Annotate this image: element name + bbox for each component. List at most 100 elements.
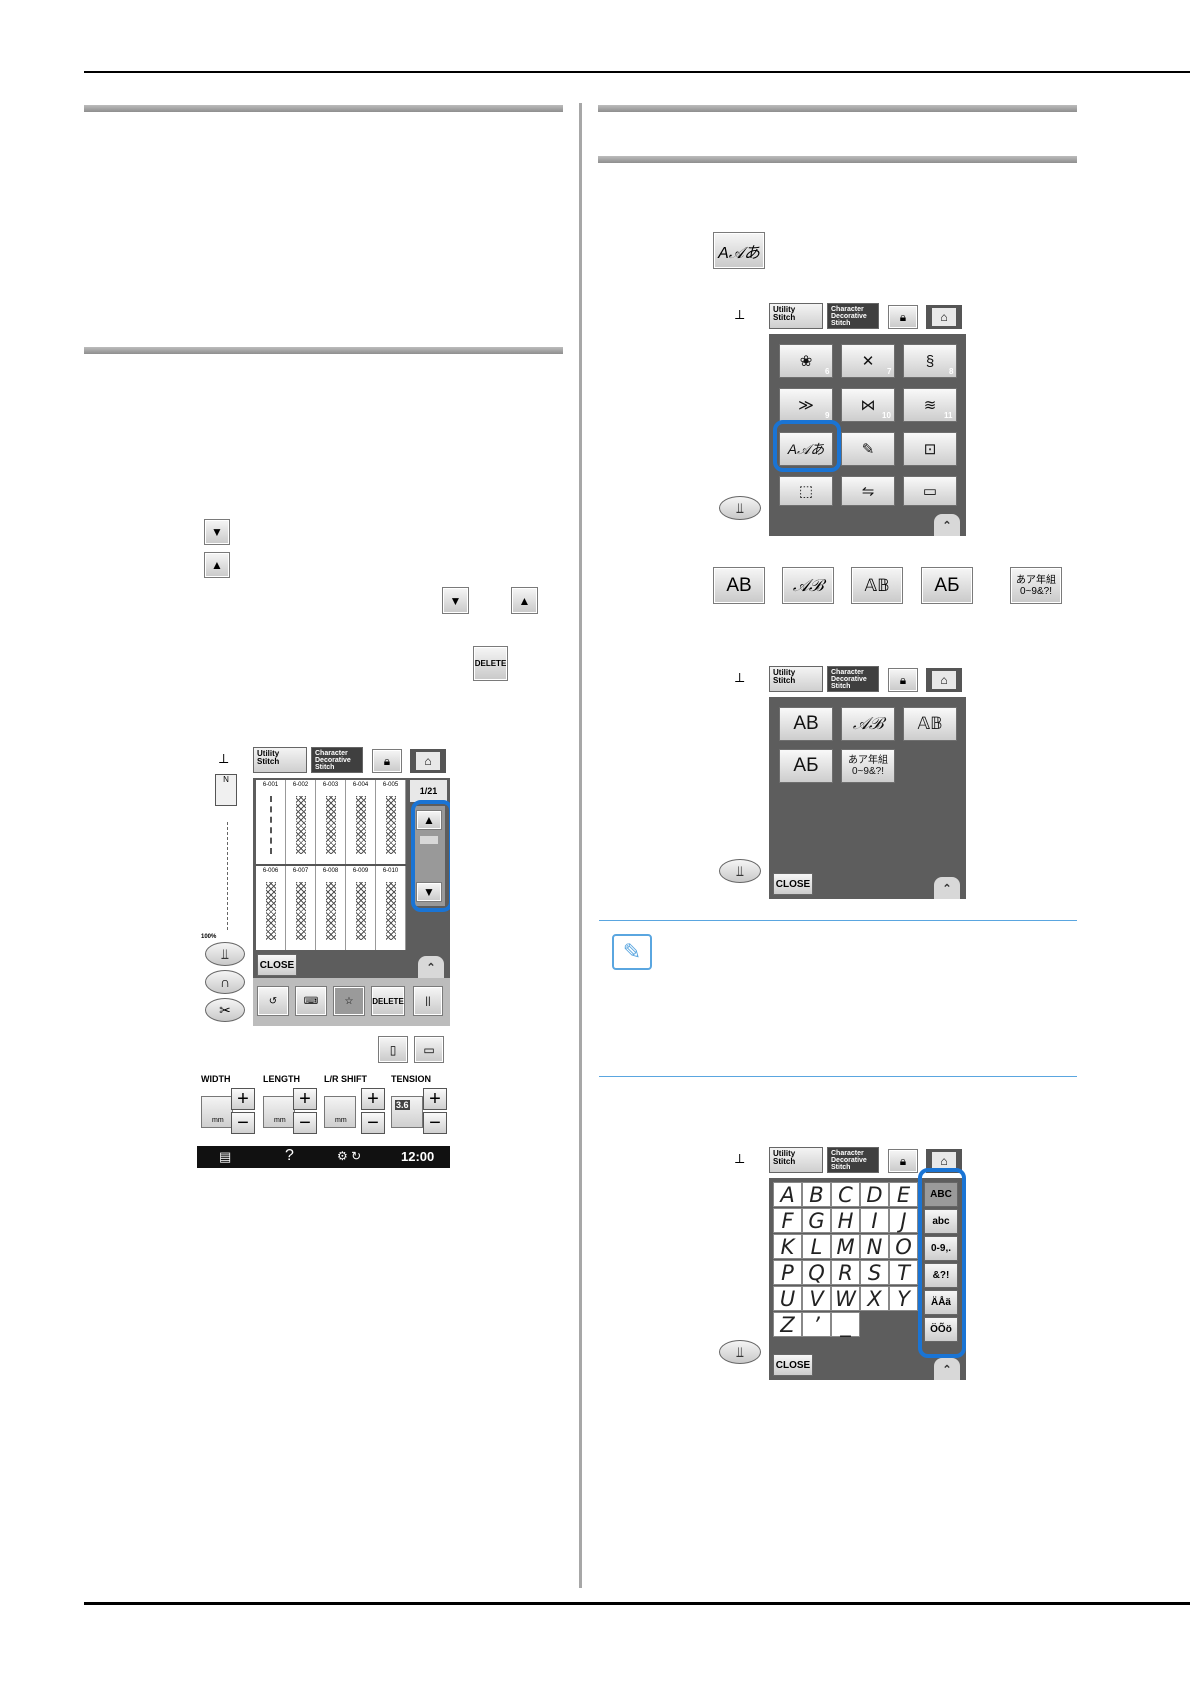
close-button[interactable]: CLOSE: [773, 1354, 813, 1376]
font-cyrillic-key[interactable]: АБ: [779, 749, 833, 783]
tab-utility-stitch[interactable]: Utility Stitch: [253, 747, 307, 773]
font-outline-key[interactable]: 𝔸𝔹: [903, 707, 957, 741]
expand-up-icon[interactable]: ⌃: [934, 877, 960, 899]
letter-key[interactable]: O: [889, 1234, 918, 1259]
letter-key[interactable]: P: [773, 1260, 802, 1285]
letter-key[interactable]: I: [860, 1208, 889, 1233]
font-gothic-key[interactable]: AB: [779, 707, 833, 741]
help-button[interactable]: ?: [285, 1147, 294, 1164]
stitch-cell[interactable]: 6-006: [256, 866, 286, 950]
tab-utility-stitch[interactable]: Utility Stitch: [769, 1147, 823, 1173]
category-button[interactable]: &?!: [924, 1263, 958, 1288]
letter-key[interactable]: W: [831, 1286, 860, 1311]
delete-button[interactable]: DELETE: [371, 986, 405, 1016]
width-plus-button[interactable]: +: [231, 1088, 255, 1110]
stitch-cell[interactable]: 6-004: [346, 780, 376, 864]
category-button[interactable]: abc: [924, 1209, 958, 1234]
stitch-cell[interactable]: 6-010: [376, 866, 406, 950]
font-cyrillic-button[interactable]: АБ: [921, 567, 973, 604]
letter-key[interactable]: H: [831, 1208, 860, 1233]
mirror-icon[interactable]: ↺: [257, 986, 289, 1016]
settings-icon[interactable]: ⚙ ↻: [337, 1149, 362, 1163]
letter-key[interactable]: L: [802, 1234, 831, 1259]
twin-needle-icon[interactable]: ||: [413, 986, 443, 1016]
computer-icon[interactable]: ▭: [903, 476, 957, 506]
stitch-cell[interactable]: 6-008: [316, 866, 346, 950]
category-button[interactable]: ABC: [924, 1182, 958, 1207]
manual-icon[interactable]: ▯: [378, 1036, 408, 1063]
letter-key[interactable]: G: [802, 1208, 831, 1233]
page-down-button[interactable]: ▼: [416, 882, 442, 902]
stitch-cell[interactable]: 6-002: [286, 780, 316, 864]
decorative-key-6[interactable]: ❀: [779, 344, 833, 378]
stitch-cell[interactable]: 6-009: [346, 866, 376, 950]
home-button[interactable]: ⌂: [926, 668, 962, 692]
letter-key[interactable]: N: [860, 1234, 889, 1259]
font-script-button[interactable]: 𝒜ℬ: [782, 567, 834, 604]
letter-key[interactable]: Z: [773, 1312, 802, 1337]
letter-key[interactable]: T: [889, 1260, 918, 1285]
machine-memory-icon[interactable]: ⬚: [779, 476, 833, 506]
tab-character-decorative[interactable]: Character Decorative Stitch: [827, 1147, 879, 1173]
scroll-bar[interactable]: ▲ ▼: [413, 806, 445, 906]
length-plus-button[interactable]: +: [293, 1088, 317, 1110]
font-gothic-button[interactable]: AB: [713, 567, 765, 604]
lr-shift-plus-button[interactable]: +: [361, 1088, 385, 1110]
font-outline-button[interactable]: 𝔸𝔹: [851, 567, 903, 604]
letter-key[interactable]: M: [831, 1234, 860, 1259]
close-button[interactable]: CLOSE: [257, 954, 297, 976]
letter-key[interactable]: B: [802, 1182, 831, 1207]
expand-up-icon[interactable]: ⌃: [934, 1358, 960, 1380]
letter-key[interactable]: K: [773, 1234, 802, 1259]
expand-up-icon[interactable]: ⌃: [934, 514, 960, 536]
tab-character-decorative[interactable]: Character Decorative Stitch: [311, 747, 363, 773]
tab-utility-stitch[interactable]: Utility Stitch: [769, 303, 823, 329]
letter-key[interactable]: Q: [802, 1260, 831, 1285]
font-japanese-key[interactable]: あア年組 0~9&?!: [841, 749, 895, 783]
lock-icon[interactable]: 🔒︎: [372, 749, 402, 773]
width-minus-button[interactable]: −: [231, 1112, 255, 1134]
repeat-icon[interactable]: ☆: [333, 986, 365, 1016]
document-icon[interactable]: ▤: [219, 1149, 232, 1164]
close-button[interactable]: CLOSE: [773, 873, 813, 895]
thread-cutter-button[interactable]: ✂: [205, 998, 245, 1022]
letter-key[interactable]: E: [889, 1182, 918, 1207]
decorative-key-8[interactable]: §: [903, 344, 957, 378]
tab-utility-stitch[interactable]: Utility Stitch: [769, 666, 823, 692]
stitch-cell[interactable]: 6-001: [256, 780, 286, 864]
character-key-inline[interactable]: A𝒜あ: [713, 232, 765, 269]
lock-icon[interactable]: 🔒︎: [888, 668, 918, 692]
page-up-button[interactable]: ▲: [416, 810, 442, 830]
scroll-thumb[interactable]: [420, 836, 438, 844]
letter-key[interactable]: _: [831, 1312, 860, 1337]
category-button[interactable]: ÄÅä: [924, 1290, 958, 1315]
tab-character-decorative[interactable]: Character Decorative Stitch: [827, 303, 879, 329]
memory-icon[interactable]: ▭: [414, 1036, 444, 1063]
scroll-up-button[interactable]: ▲: [204, 552, 230, 578]
lr-shift-minus-button[interactable]: −: [361, 1112, 385, 1134]
letter-key[interactable]: X: [860, 1286, 889, 1311]
letter-key[interactable]: ’: [802, 1312, 831, 1337]
font-japanese-button[interactable]: あア年組 0~9&?!: [1010, 567, 1062, 604]
category-button[interactable]: 0-9,.: [924, 1236, 958, 1261]
tension-minus-button[interactable]: −: [423, 1112, 447, 1134]
needle-position-button[interactable]: ⫫: [719, 1340, 761, 1364]
font-script-key[interactable]: 𝒜ℬ: [841, 707, 895, 741]
scroll-up-button-2[interactable]: ▲: [511, 587, 538, 614]
decorative-key-11[interactable]: ≋: [903, 388, 957, 422]
design-editor-icon[interactable]: ⊡: [903, 432, 957, 466]
reverse-stitch-button[interactable]: ∩: [205, 970, 245, 994]
my-custom-stitch-icon[interactable]: ✎: [841, 432, 895, 466]
scroll-down-button-2[interactable]: ▼: [442, 587, 469, 614]
lock-icon[interactable]: 🔒︎: [888, 1149, 918, 1173]
edit-icon[interactable]: ⌨: [295, 986, 327, 1016]
letter-key[interactable]: A: [773, 1182, 802, 1207]
usb-icon[interactable]: ⇋: [841, 476, 895, 506]
letter-key[interactable]: V: [802, 1286, 831, 1311]
tab-character-decorative[interactable]: Character Decorative Stitch: [827, 666, 879, 692]
letter-key[interactable]: J: [889, 1208, 918, 1233]
decorative-key-10[interactable]: ⋈: [841, 388, 895, 422]
needle-position-button[interactable]: ⫫: [719, 859, 761, 883]
letter-key[interactable]: D: [860, 1182, 889, 1207]
expand-up-icon[interactable]: ⌃: [418, 956, 444, 978]
